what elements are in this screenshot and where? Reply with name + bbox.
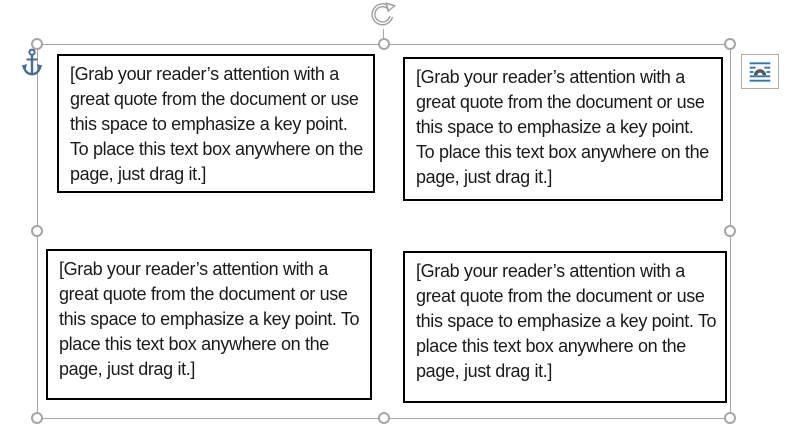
- text-box-top-left[interactable]: [Grab your reader’s attention with a gre…: [57, 54, 375, 193]
- layout-options-button[interactable]: [741, 54, 779, 89]
- text-box-top-right[interactable]: [Grab your reader’s attention with a gre…: [403, 57, 723, 201]
- layout-options-icon: [749, 61, 771, 82]
- text-box-text: [Grab your reader’s attention with a gre…: [416, 67, 709, 187]
- text-box-text: [Grab your reader’s attention with a gre…: [70, 64, 363, 184]
- selection-handle-middle-right[interactable]: [724, 225, 736, 237]
- selection-handle-top-left[interactable]: [31, 38, 43, 50]
- selection-handle-bottom-middle[interactable]: [378, 412, 390, 424]
- rotate-clockwise-icon[interactable]: [368, 1, 399, 29]
- selection-handle-middle-left[interactable]: [31, 225, 43, 237]
- text-box-bottom-left[interactable]: [Grab your reader’s attention with a gre…: [46, 249, 372, 400]
- rotate-handle-stem: [383, 29, 384, 44]
- selection-handle-top-right[interactable]: [724, 38, 736, 50]
- text-box-bottom-right[interactable]: [Grab your reader’s attention with a gre…: [403, 251, 727, 403]
- selection-handle-bottom-left[interactable]: [31, 412, 43, 424]
- selection-handle-bottom-right[interactable]: [724, 412, 736, 424]
- text-box-text: [Grab your reader’s attention with a gre…: [59, 259, 360, 379]
- object-anchor-icon[interactable]: [21, 48, 43, 78]
- selection-handle-top-middle[interactable]: [378, 38, 390, 50]
- text-box-text: [Grab your reader’s attention with a gre…: [416, 261, 717, 381]
